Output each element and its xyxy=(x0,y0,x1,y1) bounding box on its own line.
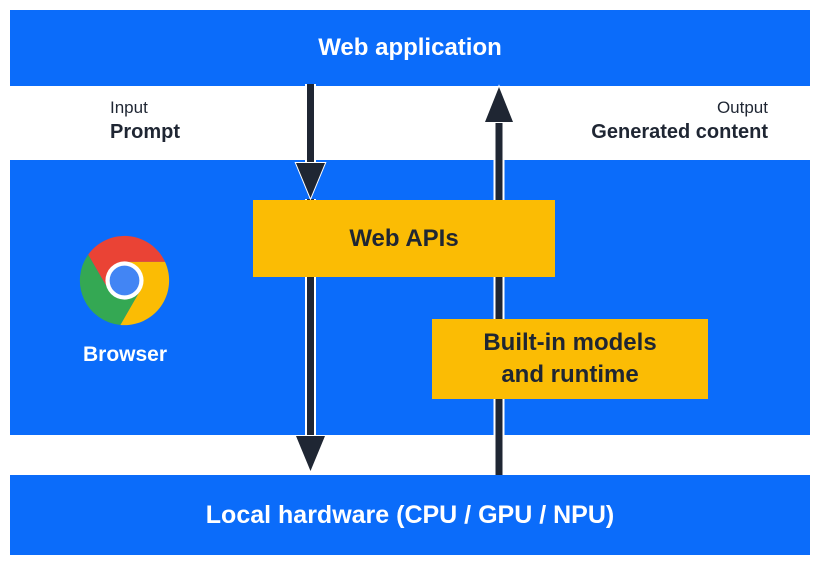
arrow-head-down-bottom xyxy=(294,435,327,474)
web-apis-box: Web APIs xyxy=(253,200,555,277)
chrome-logo-yellow-segment xyxy=(120,261,170,326)
builtin-models-label-line2: and runtime xyxy=(501,361,639,388)
chrome-browser-icon xyxy=(78,234,171,327)
builtin-models-label-line1: Built-in models xyxy=(483,329,657,356)
local-hardware-label: Local hardware (CPU / GPU / NPU) xyxy=(205,500,615,529)
output-value: Generated content xyxy=(591,121,768,143)
input-value: Prompt xyxy=(110,121,180,143)
chrome-logo-green-segment xyxy=(79,254,141,325)
web-application-label: Web application xyxy=(318,34,502,61)
chrome-logo-red-segment xyxy=(88,235,166,290)
chrome-logo-blue-center xyxy=(109,265,140,296)
web-apis-label: Web APIs xyxy=(349,224,459,252)
output-label: Output xyxy=(716,98,768,117)
builtin-models-box: Built-in models and runtime xyxy=(432,319,708,399)
arrow-head-up xyxy=(483,84,515,123)
local-hardware-layer: Local hardware (CPU / GPU / NPU) xyxy=(10,475,810,555)
browser-label: Browser xyxy=(82,343,168,366)
web-application-layer: Web application xyxy=(10,10,810,86)
input-label: Input xyxy=(110,98,148,117)
